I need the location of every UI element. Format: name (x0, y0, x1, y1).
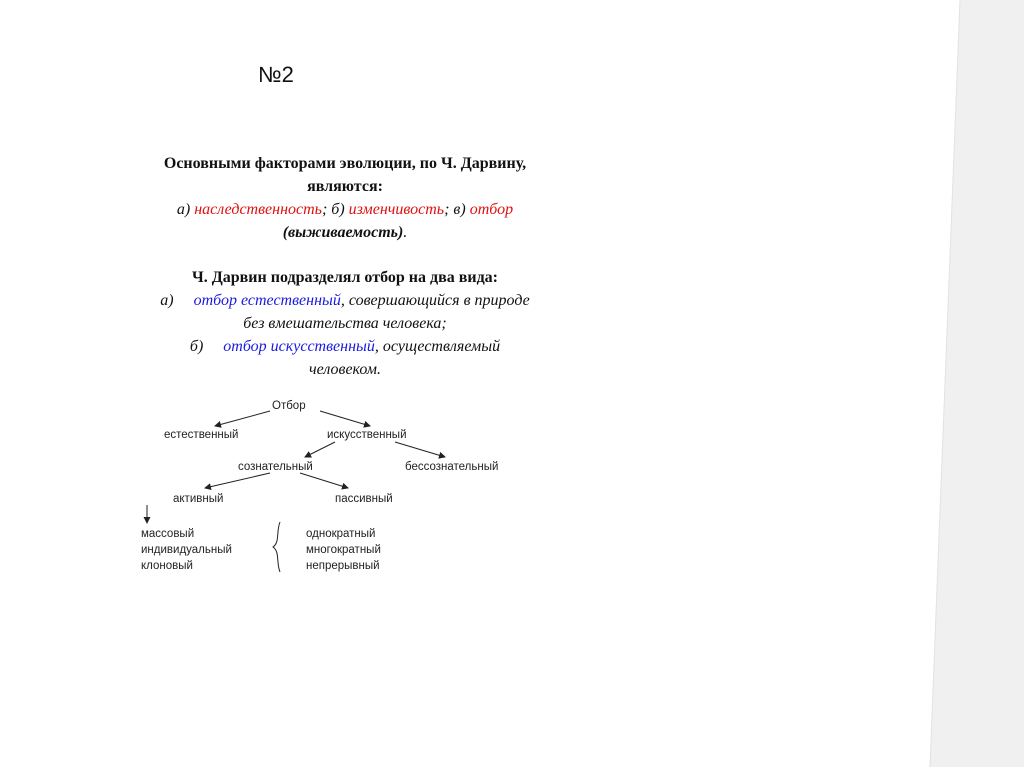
selection-item-a: а) отбор естественный, совершающийся в п… (160, 292, 530, 309)
node-selection: Отбор (272, 400, 306, 412)
list-continuous: непрерывный (306, 560, 380, 572)
node-artificial: искусственный (327, 429, 407, 441)
factor-selection: отбор (469, 201, 514, 218)
artificial-selection-term: отбор искусственный (223, 338, 375, 355)
selection-item-b-line2: человеком. (308, 361, 382, 378)
list-mass: массовый (141, 528, 194, 540)
factors-list: а) наследственность; б) изменчивость; в)… (176, 201, 514, 218)
node-active: активный (173, 493, 223, 505)
selection-tree-diagram: Отбор естественный искусственный сознате… (141, 400, 498, 573)
selection-types-paragraph: Ч. Дарвин подразделял отбор на два вида:… (100, 266, 590, 381)
list-multiple: многократный (306, 544, 381, 556)
factor-variability: изменчивость (348, 201, 445, 218)
node-passive: пассивный (335, 493, 393, 505)
factors-heading-line2: являются: (307, 178, 383, 195)
selection-item-b: б) отбор искусственный, осуществляемый (189, 338, 501, 355)
node-unconscious: бессознательный (405, 461, 498, 473)
list-single: однократный (306, 528, 375, 540)
factors-heading-line1: Основными факторами эволюции, по Ч. Дарв… (163, 155, 527, 172)
node-natural: естественный (164, 429, 238, 441)
selection-heading: Ч. Дарвин подразделял отбор на два вида: (192, 269, 498, 286)
natural-selection-term: отбор естественный (193, 292, 341, 309)
node-conscious: сознательный (238, 461, 313, 473)
factors-survival: (выживаемость). (282, 224, 408, 241)
evolution-factors-paragraph: Основными факторами эволюции, по Ч. Дарв… (100, 152, 590, 244)
factor-heredity: наследственность (194, 201, 322, 218)
selection-item-a-line2: без вмешательства человека; (243, 315, 447, 332)
list-clonal: клоновый (141, 560, 193, 572)
slide-number: №2 (258, 62, 294, 87)
list-individual: индивидуальный (141, 544, 232, 556)
